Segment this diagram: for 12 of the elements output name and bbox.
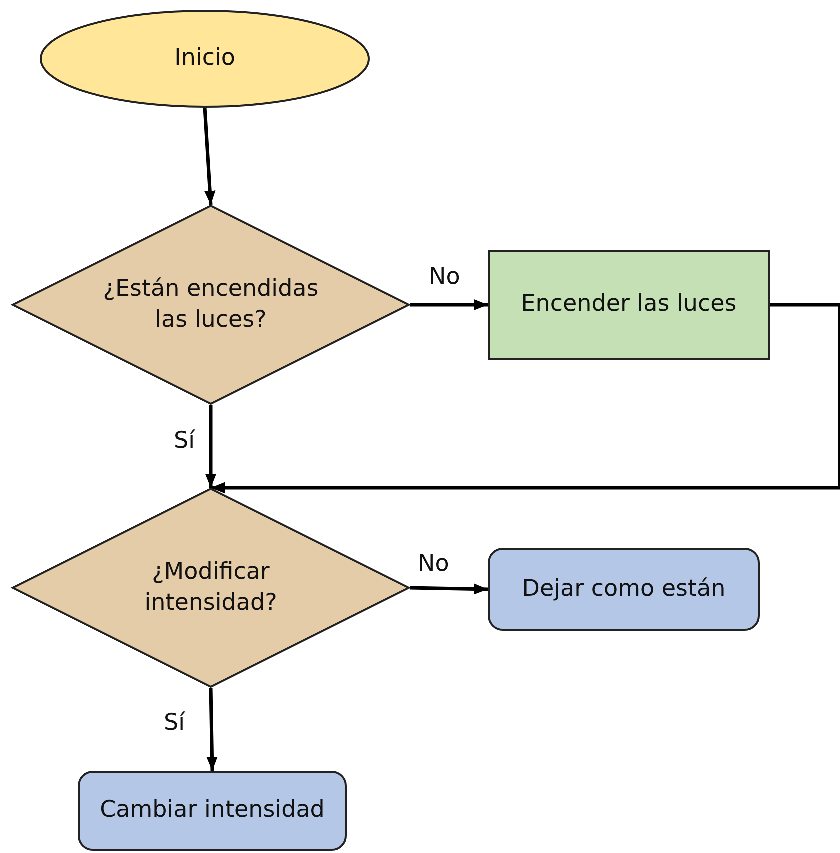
arrow bbox=[205, 405, 217, 488]
node-text: Encender las luces bbox=[521, 290, 737, 320]
arrow bbox=[211, 303, 840, 494]
node-text: Dejar como están bbox=[522, 574, 726, 604]
node-text: Cambiar intensidad bbox=[100, 796, 325, 826]
arrow bbox=[203, 108, 216, 206]
node-text: ¿Están encendidas las luces? bbox=[102, 274, 320, 335]
arrow bbox=[206, 688, 218, 772]
node-text: Inicio bbox=[174, 44, 236, 74]
node-text: ¿Modificar intensidad? bbox=[144, 558, 278, 618]
arrow bbox=[410, 584, 488, 595]
arrow bbox=[410, 299, 488, 311]
